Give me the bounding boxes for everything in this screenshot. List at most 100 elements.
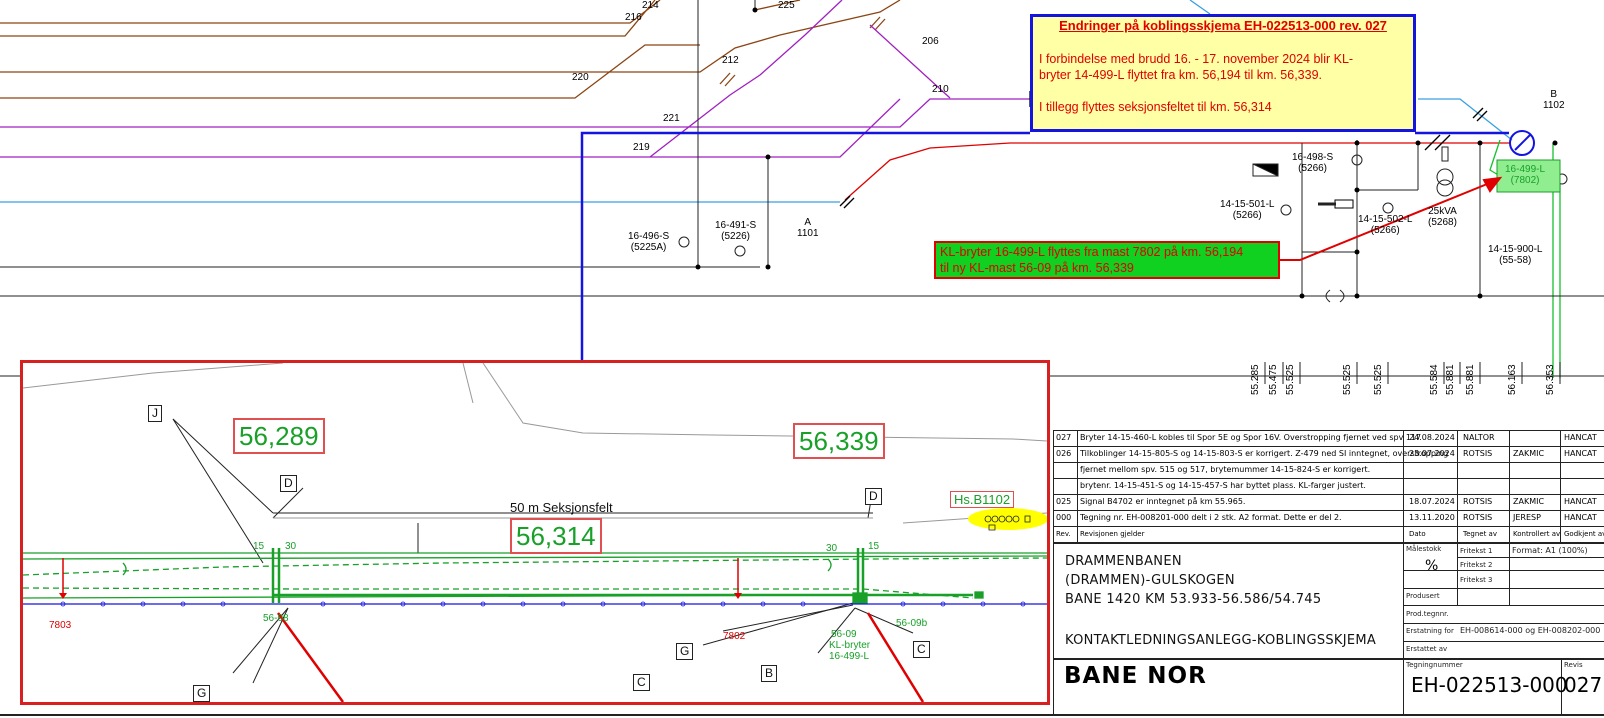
equipment-25kva: 25kVA(5268) [1428, 206, 1457, 228]
brown-wires [0, 0, 901, 99]
wire-label-214: 214 [642, 0, 659, 11]
equipment-14-15-501-l: 14-15-501-L(5266) [1220, 199, 1275, 221]
fritekst-1: Fritekst 1 [1460, 547, 1493, 555]
revision-row: 027 Bryter 14-15-460-L kobles til Spor 5… [1053, 430, 1604, 447]
switch-16-499-l-highlight [1496, 159, 1561, 193]
switch-symbols [678, 130, 1568, 303]
wire-label-225: 225 [778, 0, 795, 11]
detail-inset: 56,289 56,339 56,314 50 m Seksjonsfelt H… [20, 360, 1050, 705]
bane-nor-logo: BANE NOR [1064, 663, 1207, 689]
change-note-line-3: I tillegg flyttes seksjonsfeltet til km.… [1039, 100, 1272, 114]
km-label: 55.525 [1373, 364, 1384, 395]
wire-214 [0, 0, 656, 37]
project-line-4: KONTAKTLEDNINGSANLEGG-KOBLINGSSKJEMA [1065, 633, 1377, 648]
marker-g-left: G [193, 685, 211, 702]
erstattet-label: Erstattet av [1406, 645, 1448, 653]
mast-56-08-label: 56-08 [263, 613, 289, 624]
red-arrow [1280, 176, 1503, 261]
wire-216 [0, 0, 661, 24]
mast-7803-label: 7803 [49, 620, 72, 631]
revision-row: 025 Signal B4702 er inntegnet på km 55.9… [1053, 494, 1604, 511]
tension-label: 15 [253, 541, 265, 552]
wire-label-221: 221 [663, 113, 680, 124]
project-line-3: BANE 1420 KM 53.933-56.586/54.745 [1065, 592, 1322, 607]
km-label: 55.881 [1445, 364, 1456, 395]
erstatning-label: Erstatning for [1406, 627, 1454, 635]
km-tick-marks [1264, 362, 1561, 384]
km-label: 55.881 [1465, 364, 1476, 395]
equipment-16-499-l: 16-499-L(7802) [1505, 164, 1546, 186]
wire-212 [0, 0, 901, 73]
revision-number: 027 [1564, 673, 1603, 697]
drawing-number-label: Tegningnummer [1406, 661, 1463, 669]
frame-bottom [0, 714, 1604, 716]
marker-d-right: D [865, 488, 882, 505]
km-label: 56.353 [1545, 364, 1556, 395]
wire-220 [0, 44, 700, 99]
change-note-line-1: I forbindelse med brudd 16. - 17. novemb… [1039, 52, 1354, 66]
wire-label-210: 210 [932, 84, 949, 95]
revision-row: 026 Tilkoblinger 14-15-805-S og 14-15-80… [1053, 446, 1604, 463]
wire-label-220: 220 [572, 72, 589, 83]
km-label-56-289: 56,289 [233, 418, 325, 454]
wire-225 [754, 0, 801, 11]
scale-label: Målestokk [1406, 545, 1442, 553]
km-label-56-339: 56,339 [793, 423, 885, 459]
callout-line-1: KL-bryter 16-499-L flyttes fra mast 7802… [940, 245, 1244, 259]
equipment-16-496-s: 16-496-S(5225A) [628, 231, 670, 253]
tension-label: 30 [285, 541, 297, 552]
km-label: 55.285 [1250, 364, 1261, 395]
fritekst-3: Fritekst 3 [1460, 576, 1493, 584]
km-label: 56.163 [1507, 364, 1518, 395]
section-field-label: 50 m Seksjonsfelt [510, 500, 613, 515]
fritekst-2: Fritekst 2 [1460, 561, 1493, 569]
marker-b: B [761, 665, 778, 682]
revision-row: brytenr. 14-15-451-S og 14-15-457-S har … [1053, 478, 1604, 495]
change-note-box: Endringer på koblingsskjema EH-022513-00… [1030, 14, 1416, 132]
marker-j: J [148, 405, 162, 422]
equipment-14-15-502-l: 14-15-502-L(5266) [1358, 214, 1413, 236]
revision-header-row: Rev. Revisjonen gjelder Dato Tegnet av K… [1053, 526, 1604, 543]
equipment-16-498-s: 16-498-S(5266) [1292, 152, 1334, 174]
revision-row: fjernet mellom spv. 515 og 517, brytemum… [1053, 462, 1604, 479]
km-label: 55.584 [1429, 364, 1440, 395]
equipment-14-15-900-l: 14-15-900-L(55-58) [1488, 244, 1543, 266]
marker-c-center: C [633, 674, 650, 691]
project-line-1: DRAMMENBANEN [1065, 554, 1182, 569]
mast-56-09b-label: 56-09b [896, 618, 928, 629]
kl-bryter-label: KL-bryter [829, 640, 871, 651]
equipment-16-491-s: 16-491-S(5226) [715, 220, 757, 242]
scale-value: % [1425, 558, 1439, 574]
tension-label: 30 [826, 543, 838, 554]
produsert-label: Produsert [1406, 592, 1440, 600]
change-note-line-2: bryter 14-499-L flyttet fra km. 56,194 t… [1039, 68, 1323, 82]
km-label: 55.525 [1342, 364, 1353, 395]
switch-move-callout: KL-bryter 16-499-L flyttes fra mast 7802… [934, 241, 1280, 279]
switch-16-499-l-label: 16-499-L [829, 651, 870, 662]
purple-wires [0, 0, 1031, 158]
project-line-2: (DRAMMEN)-GULSKOGEN [1065, 573, 1235, 588]
mast-7802-label: 7802 [723, 631, 746, 642]
change-note-title: Endringer på koblingsskjema EH-022513-00… [1059, 18, 1387, 33]
wire-label-219: 219 [633, 142, 650, 153]
tension-label: 15 [868, 541, 880, 552]
wire-label-216: 216 [625, 12, 642, 23]
erstatning-value: EH-008614-000 og EH-008202-000 [1460, 626, 1601, 635]
title-block: 027 Bryter 14-15-460-L kobles til Spor 5… [1053, 430, 1604, 715]
signal-hs-b1102-label: Hs.B1102 [950, 491, 1015, 508]
drawing-number: EH-022513-000 [1411, 673, 1568, 697]
format-label: Format: A1 (100%) [1512, 546, 1588, 555]
revision-row: 000 Tegning nr. EH-008201-000 delt i 2 s… [1053, 510, 1604, 527]
km-label: 55.525 [1285, 364, 1296, 395]
callout-line-2: til ny KL-mast 56-09 på km. 56,339 [940, 261, 1134, 275]
km-label-56-314: 56,314 [510, 518, 602, 554]
junction-dots [695, 7, 1558, 299]
km-label: 55.475 [1268, 364, 1279, 395]
marker-g-right: G [676, 643, 694, 660]
wire-label-206: 206 [922, 36, 939, 47]
red-wires [839, 134, 1510, 209]
marker-c-right: C [913, 641, 930, 658]
